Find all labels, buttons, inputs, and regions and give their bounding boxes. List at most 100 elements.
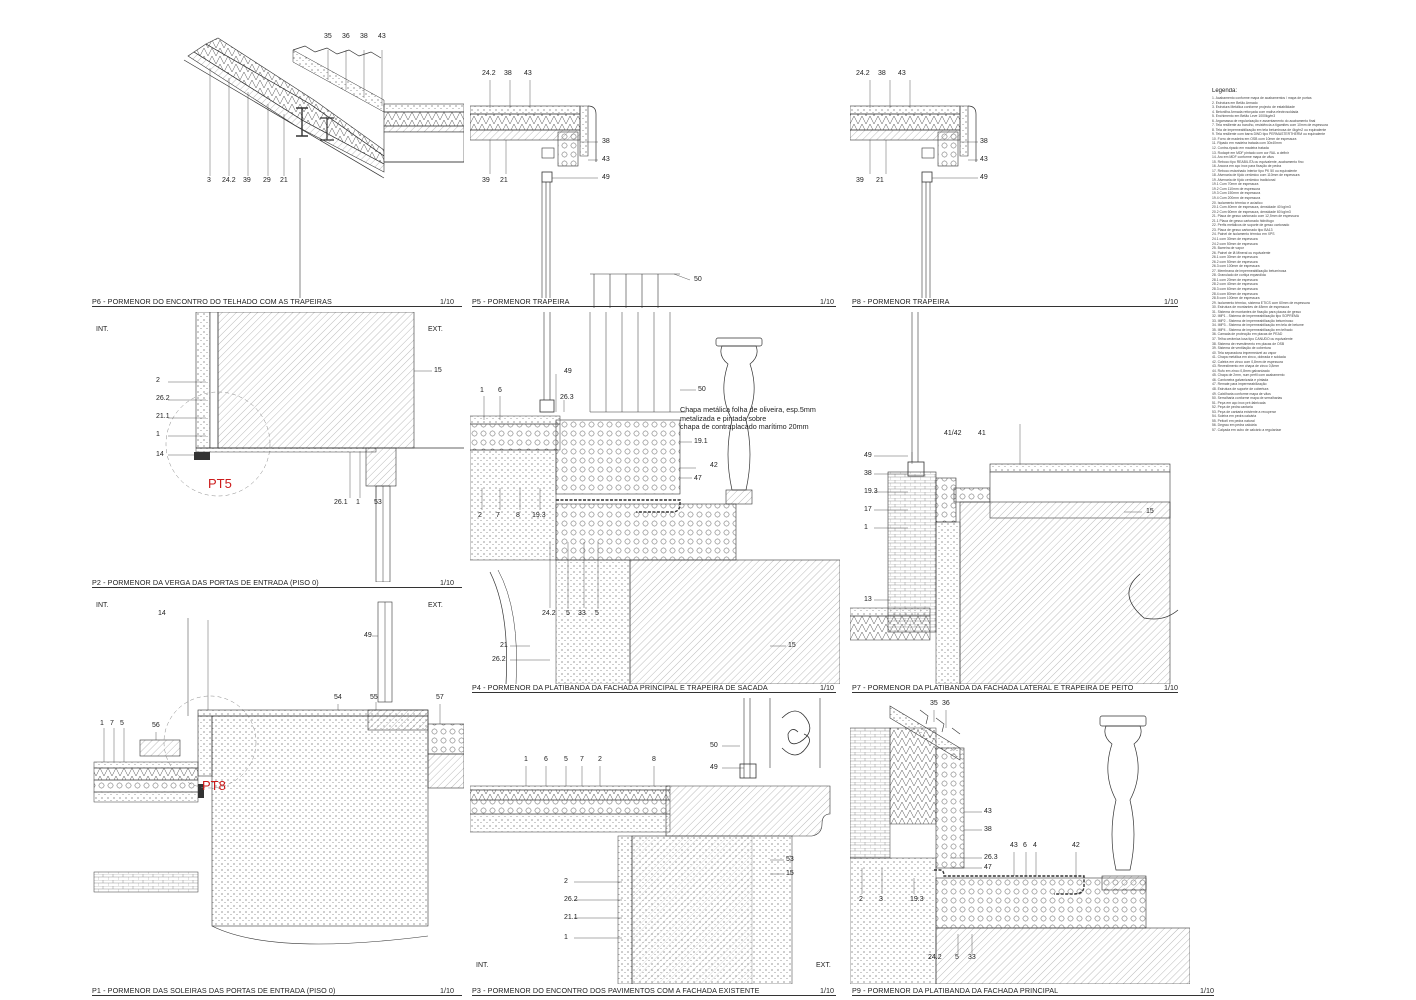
p7-label: 17 (864, 506, 872, 513)
legend-item: 14. Aro em MDF conforme mapa de vãos (1212, 155, 1274, 160)
legend-item: 22. Perfis metálicos de suporte de gesso… (1212, 223, 1290, 228)
p9-title-rule (852, 995, 1214, 996)
p5-label: 21 (500, 177, 508, 184)
legend-item: 11. Ripado em madeira tratada com 30x40m… (1212, 141, 1282, 146)
p9-label: 3 (879, 896, 883, 903)
p1-label: 1 (100, 720, 104, 727)
p5-label: 43 (602, 156, 610, 163)
p6-scale: 1/10 (440, 297, 454, 306)
p4-label: 47 (694, 475, 702, 482)
panel-p1: INT. EXT. PT8 14 49 54 55 57 1 7 5 56 (88, 592, 464, 984)
p8-drawing (850, 80, 978, 298)
p9-label: 35 (930, 700, 938, 707)
legend-item: 56. Degrau em pedra calcária (1212, 423, 1257, 428)
legend-item: 23. Placa de gesso cartonado tipo BA13 (1212, 227, 1273, 232)
p9-label: 24.2 (928, 954, 942, 961)
p1-ext-label: EXT. (428, 602, 443, 609)
legend-item: 19.2 Com 110mm de espessura (1212, 186, 1260, 191)
p3-drawing (470, 698, 831, 984)
p9-label: 6 (1023, 842, 1027, 849)
p8-label: 49 (980, 174, 988, 181)
p3-label: 26.2 (564, 896, 578, 903)
p9-label: 42 (1072, 842, 1080, 849)
legend-item: 33. IMP2 - Sistema de impermeabilização … (1212, 318, 1294, 323)
p6-title-rule (92, 306, 462, 307)
legend-item: 9. Tela resiliente com barra DWD tipo PE… (1212, 132, 1326, 137)
p6-label: 38 (360, 33, 368, 40)
p5-title: P5 - PORMENOR TRAPEIRA (472, 297, 570, 306)
legend-item: 42. Caleira em zinco com 0,8mm de espess… (1212, 359, 1283, 364)
p2-label: 1 (156, 431, 160, 438)
p1-label: 55 (370, 694, 378, 701)
p7-drawing (850, 312, 1179, 684)
p4-label: 19.1 (694, 438, 708, 445)
p9-label: 2 (859, 896, 863, 903)
p7-scale: 1/10 (1164, 683, 1178, 692)
p9-label: 4 (1033, 842, 1037, 849)
p9-label: 43 (984, 808, 992, 815)
legend-item: 30. Estrutura de montantes de 48mm de es… (1212, 305, 1290, 310)
legend-item: 17. Reboco estanhado interior tipo PK 50… (1212, 168, 1298, 173)
p3-label: 15 (786, 870, 794, 877)
p3-label: 8 (652, 756, 656, 763)
panel-p9: 35 36 43 38 43 6 4 42 26.3 47 2 3 19.3 2… (850, 698, 1190, 984)
legend-item: 34. IMP3 - Sistema de impermeabilização … (1212, 323, 1304, 328)
legend-item: 54. Soleira em pedra calcária (1212, 414, 1257, 419)
p3-label: 1 (524, 756, 528, 763)
legend-item: 28.1 com 20mm de espessura (1212, 277, 1258, 282)
p6-label: 43 (378, 33, 386, 40)
p6-label: 29 (263, 177, 271, 184)
p2-scale: 1/10 (440, 578, 454, 587)
legend-item: 26.3 com 100mm de espessura (1212, 264, 1260, 269)
p9-label: 5 (955, 954, 959, 961)
legend-item: 13. Rodapé em MDF pintado com cor RAL a … (1212, 150, 1289, 155)
legend-item: 26.2 com 50mm de espessura (1212, 259, 1258, 264)
p3-label: 5 (564, 756, 568, 763)
p3-label: 50 (710, 742, 718, 749)
p3-label: 49 (710, 764, 718, 771)
legend-item: 43. Revestimento em chapa de zinco 0,8mm (1212, 364, 1280, 369)
p4-title-rule (472, 692, 836, 693)
p2-label: 21.1 (156, 413, 170, 420)
p7-label: 13 (864, 596, 872, 603)
panel-p6: 35 36 38 43 3 24.2 39 29 21 (88, 8, 464, 308)
p5-label: 38 (504, 70, 512, 77)
p1-label: 49 (364, 632, 372, 639)
p4-label: 21 (500, 642, 508, 649)
legend-item: 49. Caixilharia conforme mapa de vãos (1212, 391, 1271, 396)
legend-item: 40. Tela separadora impermeável ao vapor (1212, 350, 1277, 355)
legend-item: 16. Ancora em aço inox para fixação de p… (1212, 164, 1282, 169)
p1-label: 14 (158, 610, 166, 617)
p1-label: 54 (334, 694, 342, 701)
p4-label: 5 (595, 610, 599, 617)
legend-item: 38. Sistema de revestimento em placas de… (1212, 341, 1285, 346)
p8-label: 43 (898, 70, 906, 77)
p4-label: 26.3 (560, 394, 574, 401)
legend-item: 21.1 Placa de gesso cartonado hidrófugo (1212, 218, 1274, 223)
p1-label: 7 (110, 720, 114, 727)
panel-p2: INT. EXT. PT5 2 26.2 21.1 1 14 15 26.1 1… (88, 312, 464, 582)
legend-item: 4. Betonilha Armada reforçada com malha … (1212, 109, 1299, 114)
legend-item: 28.3 com 60mm de espessura (1212, 286, 1258, 291)
p5-label: 50 (694, 276, 702, 283)
legend-list: 1. Acabamento conforme mapa de acabament… (1212, 96, 1408, 432)
p4-label: 5 (566, 610, 570, 617)
legend-item: 57. Calçada em cubo de calcário a regula… (1212, 427, 1282, 432)
p3-int-label: INT. (476, 962, 489, 969)
legend-item: 5. Enchimento em Betão Leve 1000kg/m3 (1212, 114, 1276, 119)
p8-scale: 1/10 (1164, 297, 1178, 306)
p9-label: 47 (984, 864, 992, 871)
legend-item: 26. Painel de lã Mineral ou equivalente (1212, 250, 1271, 255)
p3-label: 7 (580, 756, 584, 763)
p4-label: 15 (788, 642, 796, 649)
p5-label: 38 (602, 138, 610, 145)
p7-label: 15 (1146, 508, 1154, 515)
legend-item: 1. Acabamento conforme mapa de acabament… (1212, 96, 1312, 100)
p9-label: 26.3 (984, 854, 998, 861)
legend-item: 36. Camada de protecção em placas de PEA… (1212, 332, 1283, 337)
p6-label: 39 (243, 177, 251, 184)
p7-label: 38 (864, 470, 872, 477)
p3-label: 53 (786, 856, 794, 863)
legend-item: 28.5 com 100mm de espessura (1212, 296, 1260, 301)
